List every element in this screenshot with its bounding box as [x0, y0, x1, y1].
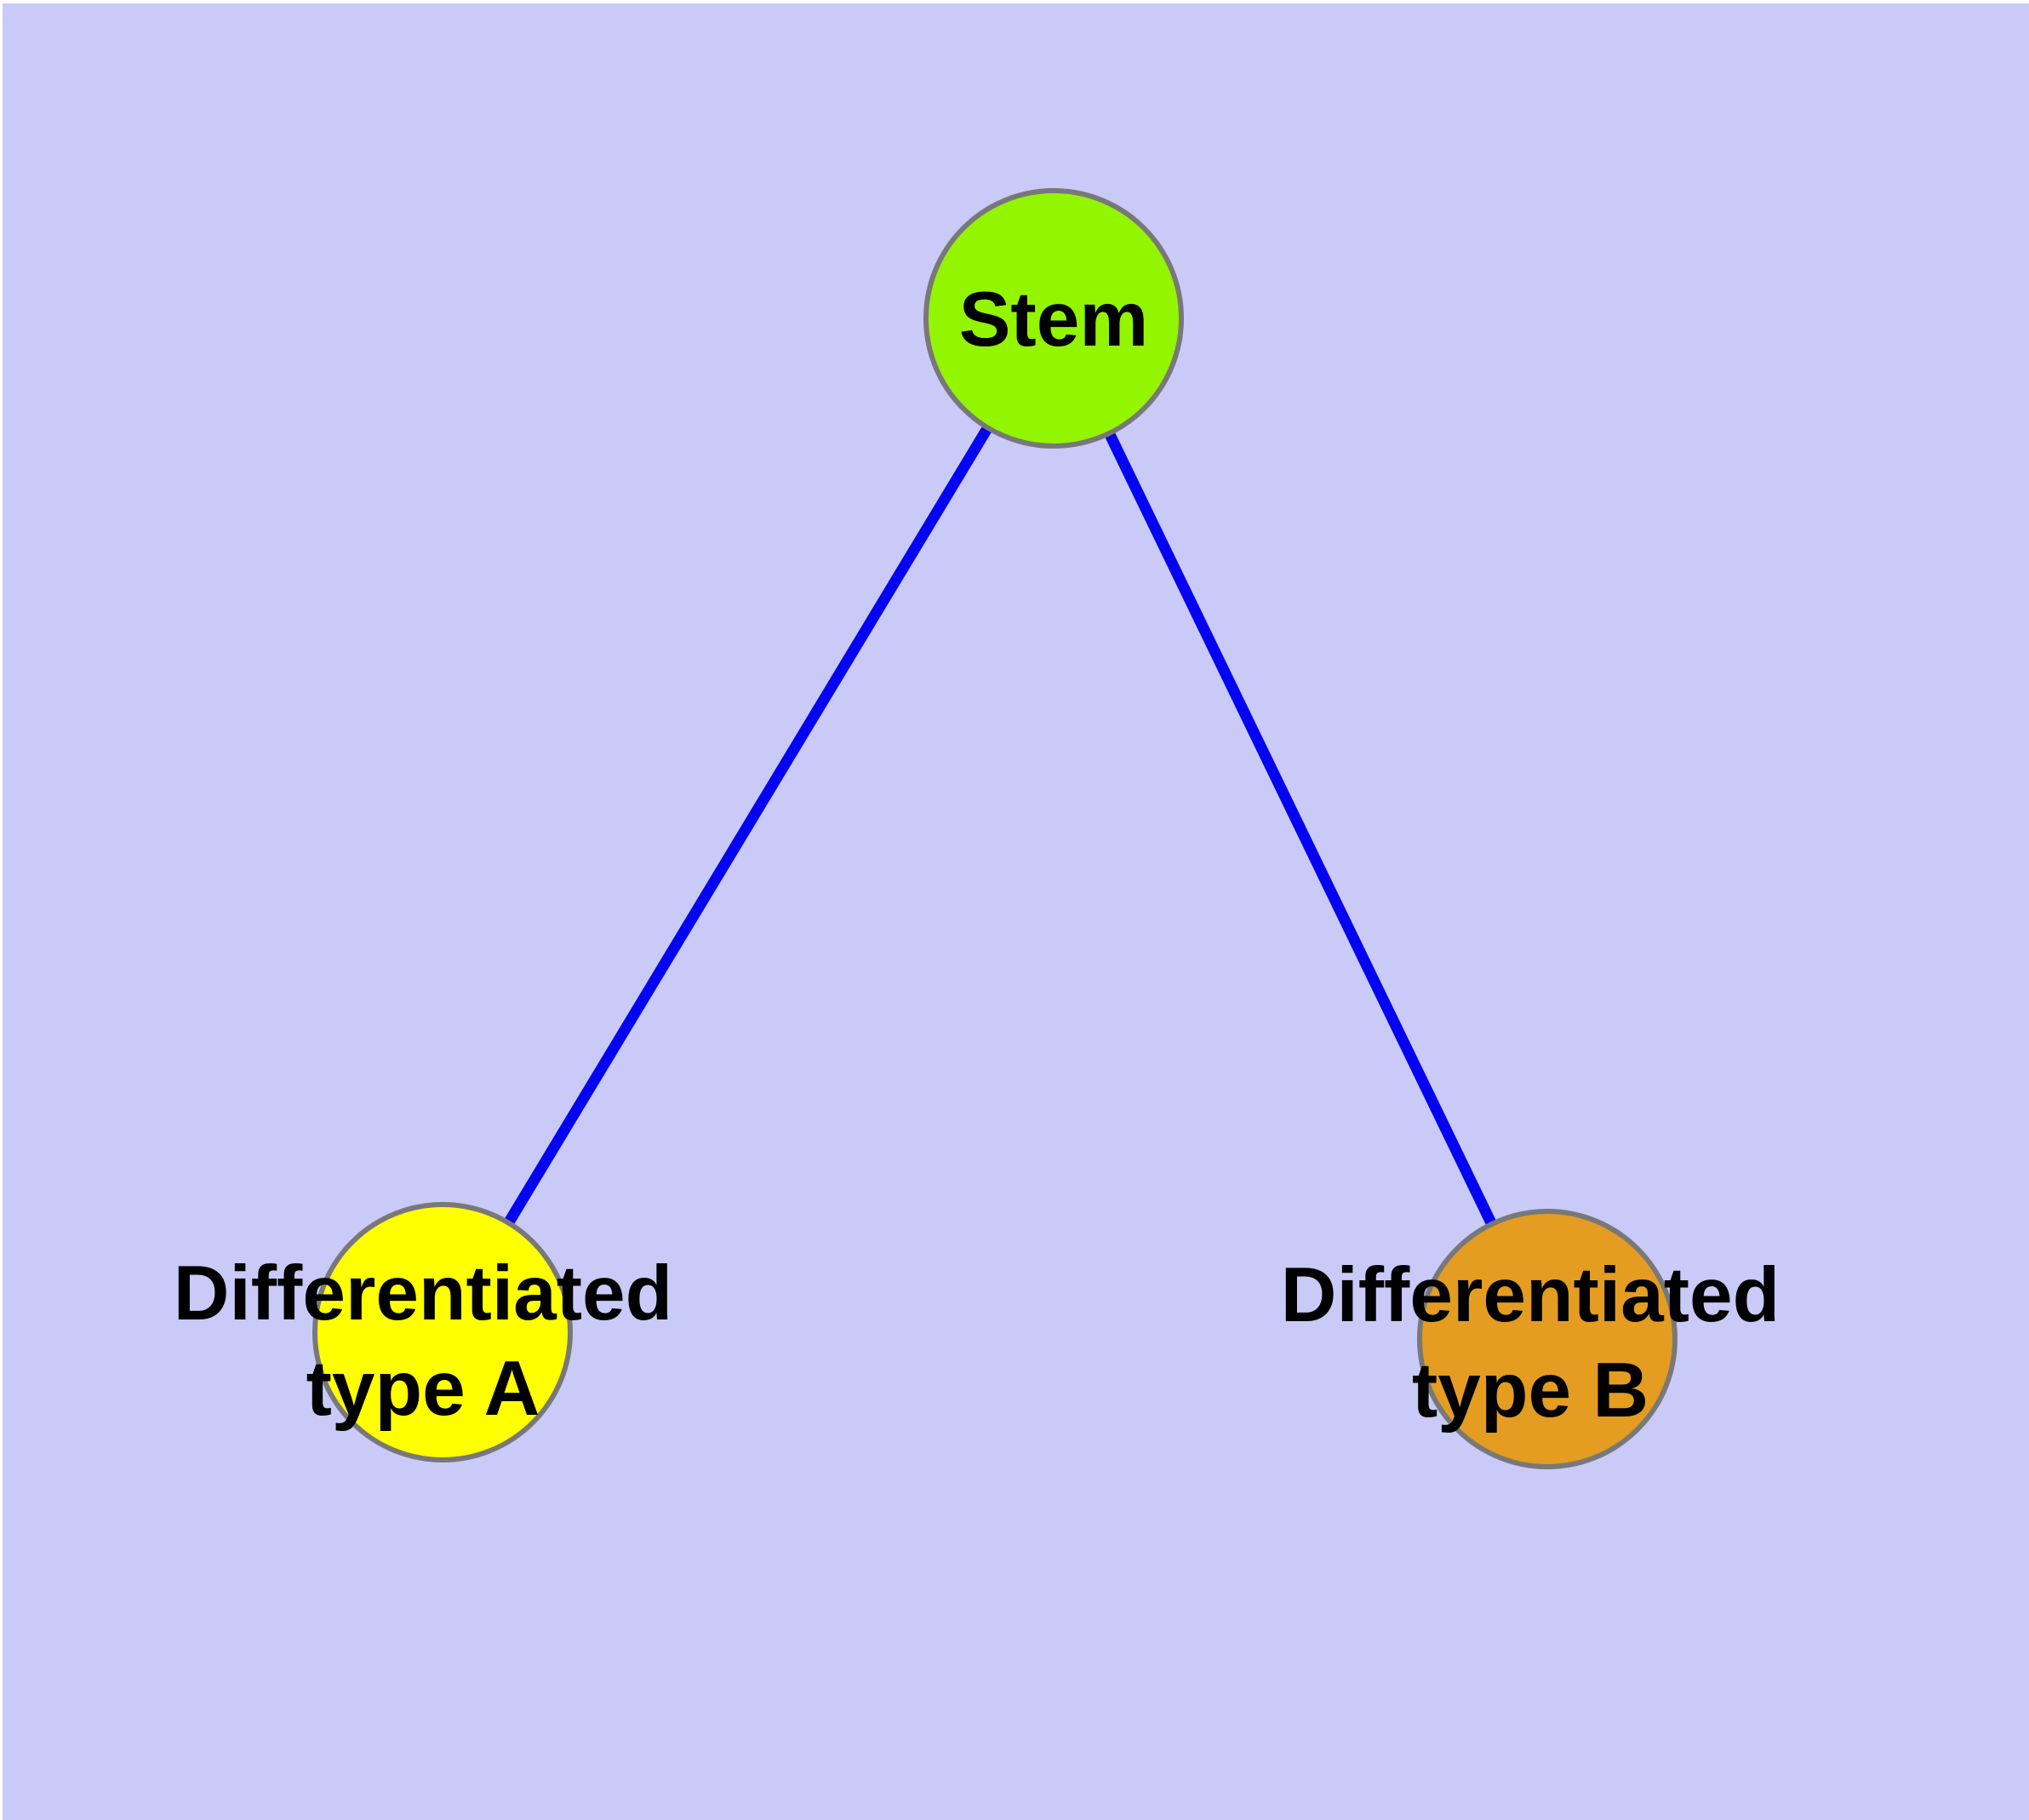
stem-node-label: Stem [959, 277, 1149, 363]
type-b-label-line-2: type B [1412, 1348, 1649, 1434]
edge-stem-to-type-b [1049, 316, 1552, 1342]
stem-node [923, 188, 1184, 449]
type-b-label-line-1: Differentiated [1281, 1252, 1780, 1338]
edge-stem-to-type-a [437, 315, 1059, 1336]
differentiated-type-a-node [312, 1202, 573, 1462]
differentiated-type-b-node [1417, 1209, 1677, 1469]
type-a-label-line-2: type A [306, 1346, 540, 1432]
type-a-label-line-1: Differentiated [174, 1251, 673, 1336]
